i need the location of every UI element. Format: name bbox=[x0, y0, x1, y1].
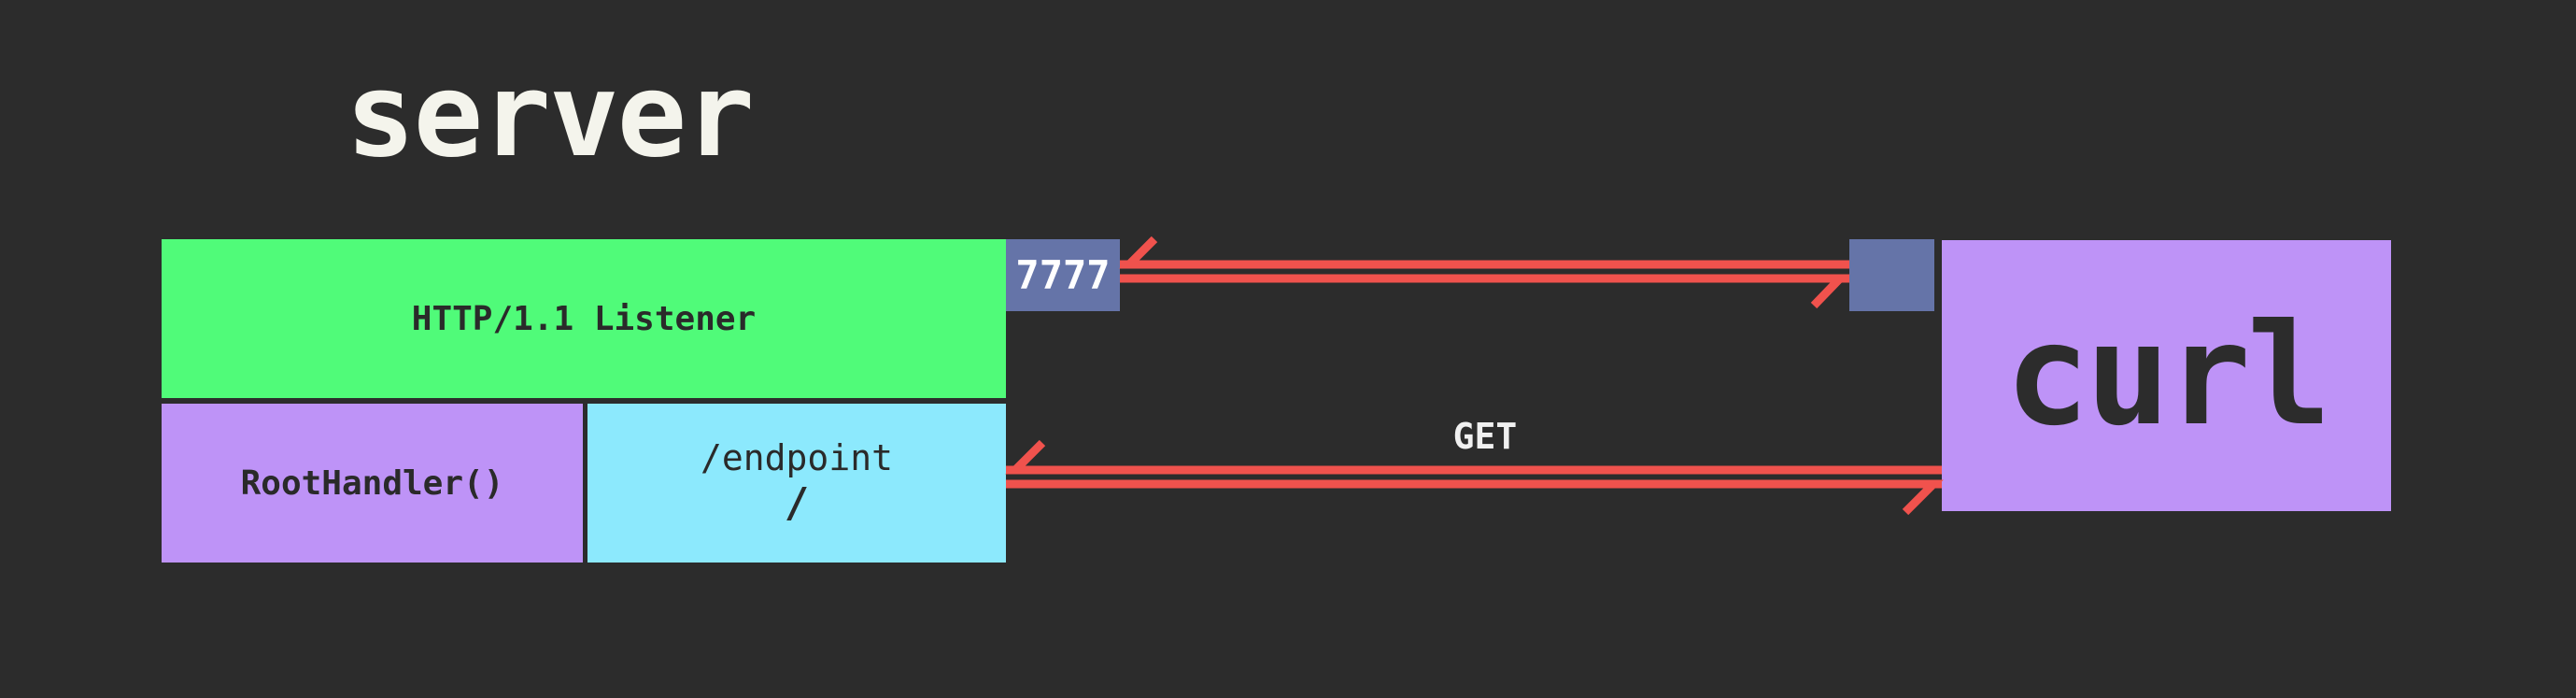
curl-client-box: curl bbox=[1942, 240, 2391, 511]
http-listener-label: HTTP/1.1 Listener bbox=[411, 299, 757, 338]
server-title: server bbox=[346, 49, 755, 183]
server-port-box: 7777 bbox=[1006, 239, 1120, 311]
get-arrowhead-left-icon bbox=[1005, 439, 1046, 475]
curl-client-label: curl bbox=[2004, 294, 2331, 457]
get-arrowhead-right-icon bbox=[1902, 479, 1944, 516]
root-handler-label: RootHandler() bbox=[240, 463, 504, 503]
endpoint-path-label: /endpoint bbox=[701, 436, 893, 478]
root-handler-box: RootHandler() bbox=[162, 404, 583, 563]
http-listener-box: HTTP/1.1 Listener bbox=[162, 239, 1006, 398]
endpoint-box: /endpoint / bbox=[587, 404, 1006, 563]
arrowhead-right-icon bbox=[1810, 274, 1850, 309]
endpoint-root-path-label: / bbox=[784, 479, 810, 528]
client-port-box bbox=[1849, 239, 1934, 311]
server-port-label: 7777 bbox=[1015, 252, 1111, 298]
arrowhead-left-icon bbox=[1119, 235, 1158, 269]
get-request-label: GET bbox=[1452, 416, 1518, 457]
